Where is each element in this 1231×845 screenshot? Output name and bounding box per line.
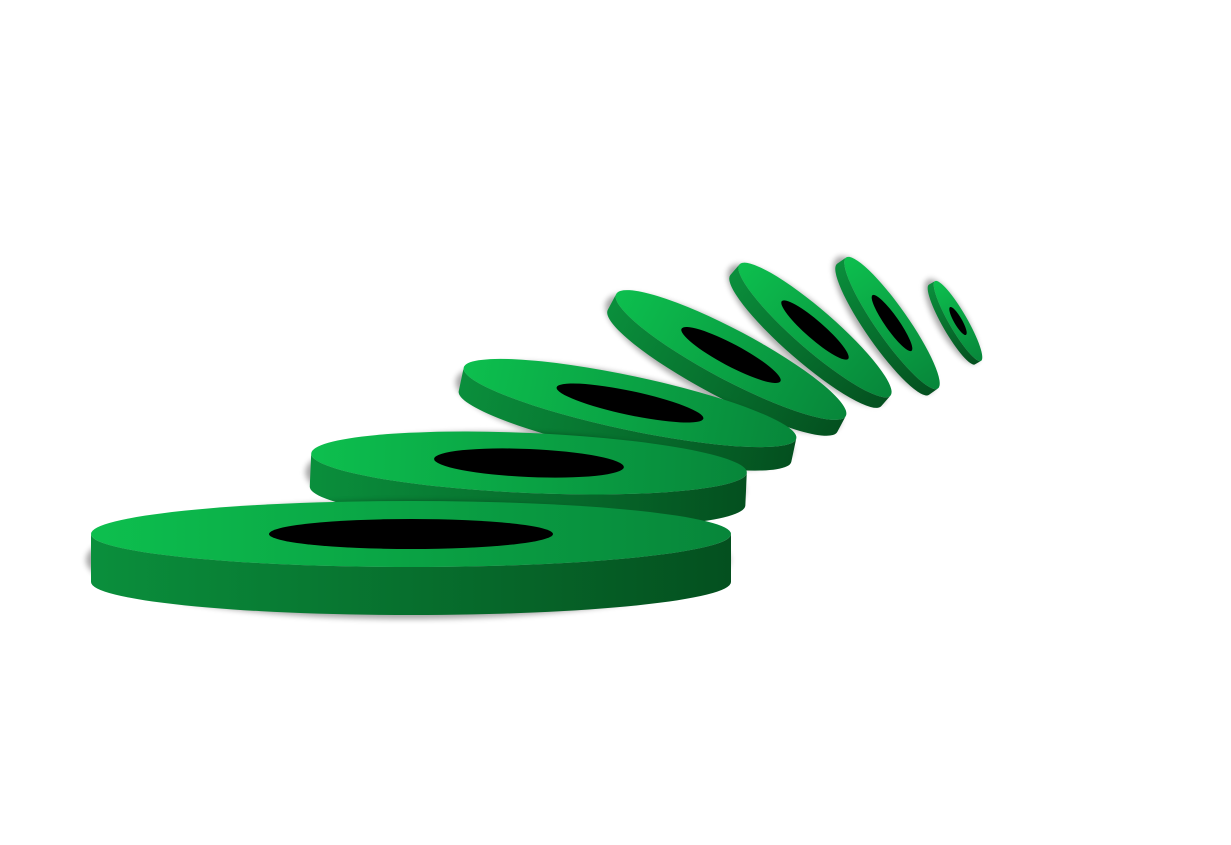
ring-5 bbox=[727, 262, 892, 408]
ring-hole bbox=[434, 448, 624, 478]
ring-side bbox=[458, 367, 797, 471]
ring-3 bbox=[455, 358, 797, 471]
ring-hole bbox=[781, 300, 849, 360]
ring-hole bbox=[556, 383, 704, 423]
ring-hole bbox=[949, 307, 967, 335]
ring-side bbox=[835, 257, 938, 396]
ring-side bbox=[927, 281, 981, 365]
ring-hole bbox=[871, 294, 913, 352]
ring-6 bbox=[833, 256, 940, 396]
ring-7 bbox=[924, 278, 983, 365]
ring-side bbox=[607, 293, 846, 436]
ring-hole bbox=[681, 326, 781, 384]
ring-side bbox=[91, 534, 731, 615]
ring-4 bbox=[605, 290, 847, 436]
ring-hole bbox=[269, 519, 553, 549]
ring-1 bbox=[86, 501, 731, 619]
ring-stack bbox=[86, 256, 983, 619]
